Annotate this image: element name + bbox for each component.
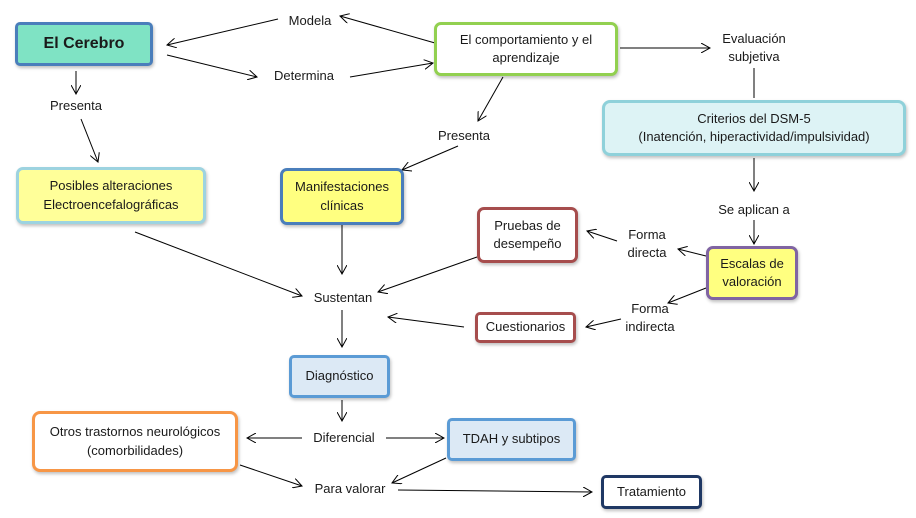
label-modela: Modela	[278, 11, 342, 31]
arrow-directa-pruebas	[587, 231, 618, 242]
node-alteraciones-eeg: Posibles alteraciones Electroencefalográ…	[16, 167, 206, 224]
arrow-paravalorar-tratamiento	[397, 490, 592, 492]
label-diferencial-text: Diferencial	[313, 429, 375, 445]
arrow-pruebas-sustentan	[378, 256, 478, 292]
label-forma-directa-text: Forma directa	[627, 226, 667, 260]
arrow-otros-paravalorar	[239, 464, 302, 486]
arrow-comportamiento-modela	[340, 16, 436, 44]
node-alteraciones-eeg-text: Posibles alteraciones Electroencefalográ…	[43, 178, 179, 212]
node-comportamiento-text: El comportamiento y el aprendizaje	[459, 31, 593, 65]
arrow-indirecta-cuestionarios	[586, 318, 622, 327]
label-para-valorar: Para valorar	[302, 479, 398, 499]
node-escalas-valoracion-text: Escalas de valoración	[720, 255, 784, 289]
node-pruebas-desempeno-text: Pruebas de desempeño	[493, 217, 562, 251]
arrow-modela-cerebro	[167, 18, 279, 45]
arrow-escalas-indirecta	[668, 287, 707, 303]
node-otros-trastornos: Otros trastornos neurológicos (comorbili…	[32, 411, 238, 472]
label-determina-text: Determina	[274, 67, 334, 83]
arrow-cerebro-determina	[166, 54, 257, 77]
node-el-cerebro: El Cerebro	[15, 22, 153, 66]
label-presenta-comportamiento-text: Presenta	[437, 127, 491, 143]
arrow-presenta-alteraciones	[80, 118, 98, 162]
node-criterios-dsm5-text: Criterios del DSM-5 (Inatención, hiperac…	[638, 110, 870, 144]
label-sustentan: Sustentan	[302, 288, 384, 308]
arrow-tdah-paravalorar	[392, 457, 447, 483]
node-escalas-valoracion: Escalas de valoración	[706, 246, 798, 300]
arrow-cuestionarios-sustentan	[388, 317, 465, 328]
node-manifestaciones-clinicas: Manifestaciones clínicas	[280, 168, 404, 225]
node-otros-trastornos-text: Otros trastornos neurológicos (comorbili…	[49, 424, 221, 458]
node-el-cerebro-text: El Cerebro	[43, 34, 125, 52]
label-diferencial: Diferencial	[302, 428, 386, 448]
arrow-escalas-directa	[678, 249, 707, 257]
node-comportamiento: El comportamiento y el aprendizaje	[434, 22, 618, 76]
label-presenta-cerebro-text: Presenta	[49, 97, 103, 113]
label-presenta-cerebro: Presenta	[40, 96, 112, 116]
label-modela-text: Modela	[288, 12, 332, 28]
node-criterios-dsm5: Criterios del DSM-5 (Inatención, hiperac…	[602, 100, 906, 156]
node-diagnostico-text: Diagnóstico	[305, 368, 374, 384]
arrow-presenta-manifestaciones	[402, 145, 459, 170]
node-cuestionarios-text: Cuestionarios	[485, 319, 566, 335]
label-se-aplican-text: Se aplican a	[718, 201, 790, 217]
node-cuestionarios: Cuestionarios	[475, 312, 576, 343]
node-pruebas-desempeno: Pruebas de desempeño	[477, 207, 578, 263]
arrow-alteraciones-sustentan	[134, 231, 302, 296]
arrow-comportamiento-presenta	[478, 76, 504, 121]
label-para-valorar-text: Para valorar	[314, 480, 386, 496]
arrow-determina-comportamiento	[349, 63, 433, 78]
node-tratamiento: Tratamiento	[601, 475, 702, 509]
node-tdah-subtipos-text: TDAH y subtipos	[462, 431, 561, 447]
label-se-aplican: Se aplican a	[702, 200, 806, 220]
label-determina: Determina	[258, 66, 350, 86]
label-forma-indirecta: Forma indirecta	[616, 298, 684, 338]
label-evaluacion-subjetiva-text: Evaluación subjetiva	[722, 30, 786, 64]
node-manifestaciones-clinicas-text: Manifestaciones clínicas	[295, 179, 389, 213]
node-diagnostico: Diagnóstico	[289, 355, 390, 398]
label-evaluacion-subjetiva: Evaluación subjetiva	[703, 28, 805, 68]
node-tratamiento-text: Tratamiento	[617, 483, 686, 499]
node-tdah-subtipos: TDAH y subtipos	[447, 418, 576, 461]
label-forma-directa: Forma directa	[616, 224, 678, 264]
label-forma-indirecta-text: Forma indirecta	[625, 300, 675, 334]
label-sustentan-text: Sustentan	[313, 289, 373, 305]
label-presenta-comportamiento: Presenta	[428, 126, 500, 146]
